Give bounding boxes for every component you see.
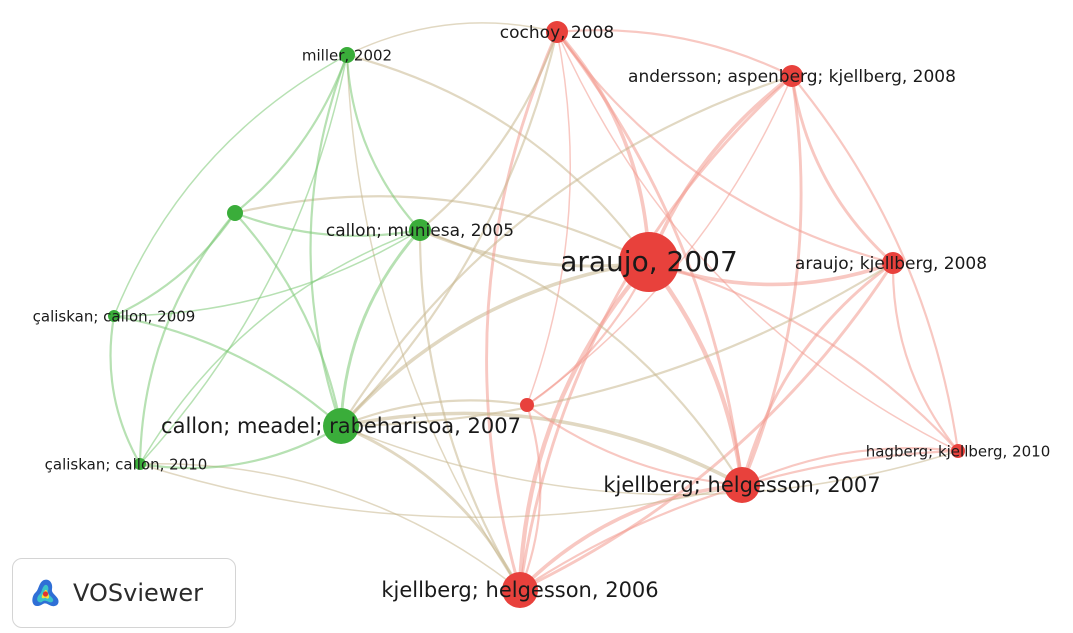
edge-caliskan-2010-callon-meadel-2007 — [139, 425, 342, 470]
edge-kjellberg-2007-callon-muniesa-2005 — [419, 228, 743, 486]
edge-cochoy-2008-miller-2002 — [346, 22, 558, 56]
edge-callon-muniesa-2005-callon-meadel-2007 — [339, 229, 422, 427]
edge-green-small-caliskan-2010 — [138, 212, 236, 465]
node-andersson-2008[interactable] — [781, 65, 803, 87]
edge-kjellberg-2006-callon-muniesa-2005 — [418, 229, 521, 591]
node-label-araujo-2007: araujo, 2007 — [560, 245, 738, 278]
edge-kjellberg-2007-hagberg-2010 — [741, 447, 959, 487]
edge-miller-2002-green-small — [234, 54, 349, 214]
edge-andersson-2008-hagberg-2010 — [791, 75, 960, 452]
node-kjellberg-2007[interactable] — [724, 467, 760, 503]
node-label-cochoy-2008: cochoy, 2008 — [500, 23, 614, 43]
edge-araujo-2007-hagberg-2010 — [648, 260, 959, 452]
node-label-caliskan-2010: çaliskan; callon, 2010 — [45, 456, 208, 474]
node-red-small[interactable] — [520, 398, 534, 412]
edge-miller-2002-callon-muniesa-2005 — [345, 54, 421, 231]
node-araujo-2007[interactable] — [619, 232, 679, 292]
node-caliskan-2010[interactable] — [134, 458, 146, 470]
edge-green-small-caliskan-2009 — [113, 212, 236, 317]
edge-callon-muniesa-2005-green-small — [234, 211, 421, 237]
vosviewer-logo-icon — [32, 579, 59, 607]
edge-cochoy-2008-callon-meadel-2007 — [340, 31, 559, 427]
edge-araujo-2007-kjellberg-2007 — [647, 260, 745, 486]
edge-kjellberg-2007-red-small — [526, 404, 743, 487]
edge-cochoy-2008-kjellberg-2006 — [485, 31, 559, 591]
edge-kjellberg-2007-kjellberg-2006 — [518, 483, 743, 592]
node-label-kjellberg-2007: kjellberg; helgesson, 2007 — [603, 473, 880, 497]
edge-andersson-2008-red-small — [526, 75, 793, 406]
edge-andersson-2008-callon-meadel-2007 — [340, 74, 793, 427]
node-label-callon-muniesa-2005: callon; muniesa, 2005 — [326, 221, 514, 241]
edge-araujo-2007-andersson-2008 — [647, 74, 794, 263]
edge-caliskan-2009-caliskan-2010 — [109, 315, 141, 465]
edge-green-small-callon-meadel-2007 — [234, 212, 343, 427]
node-label-kjellberg-2006: kjellberg; helgesson, 2006 — [381, 578, 658, 602]
edge-araujo-2007-green-small — [234, 195, 650, 263]
edge-andersson-2008-kjellberg-2007 — [740, 75, 803, 486]
edge-callon-meadel-2007-hagberg-2010 — [340, 425, 959, 496]
edge-miller-2002-caliskan-2010 — [139, 54, 348, 465]
node-callon-meadel-2007[interactable] — [323, 408, 359, 444]
edge-araujo-kjellberg-2008-callon-meadel-2007 — [340, 262, 894, 428]
node-araujo-kjellberg-2008[interactable] — [882, 252, 904, 274]
node-caliskan-2009[interactable] — [108, 310, 120, 322]
edge-araujo-kjellberg-2008-hagberg-2010 — [891, 262, 959, 452]
edge-araujo-kjellberg-2008-kjellberg-2006 — [519, 262, 895, 592]
edge-kjellberg-2007-caliskan-2010 — [139, 463, 743, 519]
node-layer — [108, 21, 965, 608]
edge-kjellberg-2006-caliskan-2010 — [139, 463, 521, 591]
edge-cochoy-2008-kjellberg-2007 — [555, 31, 744, 486]
edge-andersson-2008-kjellberg-2006 — [518, 74, 793, 591]
edge-araujo-2007-kjellberg-2006 — [517, 260, 651, 591]
edge-miller-2002-callon-meadel-2007 — [309, 54, 349, 427]
edge-araujo-2007-callon-meadel-2007 — [339, 260, 650, 428]
edge-araujo-2007-miller-2002 — [346, 53, 650, 263]
node-green-small[interactable] — [227, 205, 243, 221]
edge-araujo-kjellberg-2008-kjellberg-2007 — [740, 261, 894, 486]
label-layer: araujo, 2007 cochoy, 2008 andersson; aspen… — [33, 23, 1051, 602]
edge-callon-meadel-2007-red-small — [340, 399, 528, 428]
edge-callon-muniesa-2005-caliskan-2010 — [139, 229, 421, 465]
edge-cochoy-2008-callon-muniesa-2005 — [419, 31, 559, 231]
vosviewer-logo-text: VOSviewer — [73, 579, 204, 607]
edge-layer — [109, 22, 960, 592]
edge-caliskan-2009-callon-meadel-2007 — [113, 314, 342, 427]
edge-kjellberg-2006-red-small — [518, 404, 542, 591]
node-cochoy-2008[interactable] — [546, 21, 568, 43]
edge-cochoy-2008-red-small — [526, 31, 572, 406]
node-miller-2002[interactable] — [339, 47, 355, 63]
node-label-andersson-2008: andersson; aspenberg; kjellberg, 2008 — [628, 67, 956, 87]
node-hagberg-2010[interactable] — [951, 444, 965, 458]
node-label-callon-meadel-2007: callon; meadel; rabeharisoa, 2007 — [161, 414, 521, 438]
edge-kjellberg-2006-miller-2002 — [346, 54, 521, 591]
node-kjellberg-2006[interactable] — [502, 572, 538, 608]
node-callon-muniesa-2005[interactable] — [409, 219, 431, 241]
node-label-hagberg-2010: hagberg; kjellberg, 2010 — [866, 443, 1051, 461]
edge-callon-muniesa-2005-caliskan-2009 — [113, 229, 421, 317]
vosviewer-logo-badge: VOSviewer — [12, 558, 236, 628]
node-label-caliskan-2009: çaliskan; callon, 2009 — [33, 308, 196, 326]
node-label-miller-2002: miller, 2002 — [302, 47, 392, 65]
edge-cochoy-2008-andersson-2008 — [556, 29, 793, 77]
edge-cochoy-2008-araujo-kjellberg-2008 — [556, 31, 894, 265]
edge-andersson-2008-araujo-kjellberg-2008 — [790, 75, 894, 265]
edge-miller-2002-caliskan-2009 — [113, 54, 348, 317]
node-label-araujo-kjellberg-2008: araujo; kjellberg, 2008 — [795, 254, 987, 274]
edge-cochoy-2008-hagberg-2010 — [556, 31, 959, 452]
